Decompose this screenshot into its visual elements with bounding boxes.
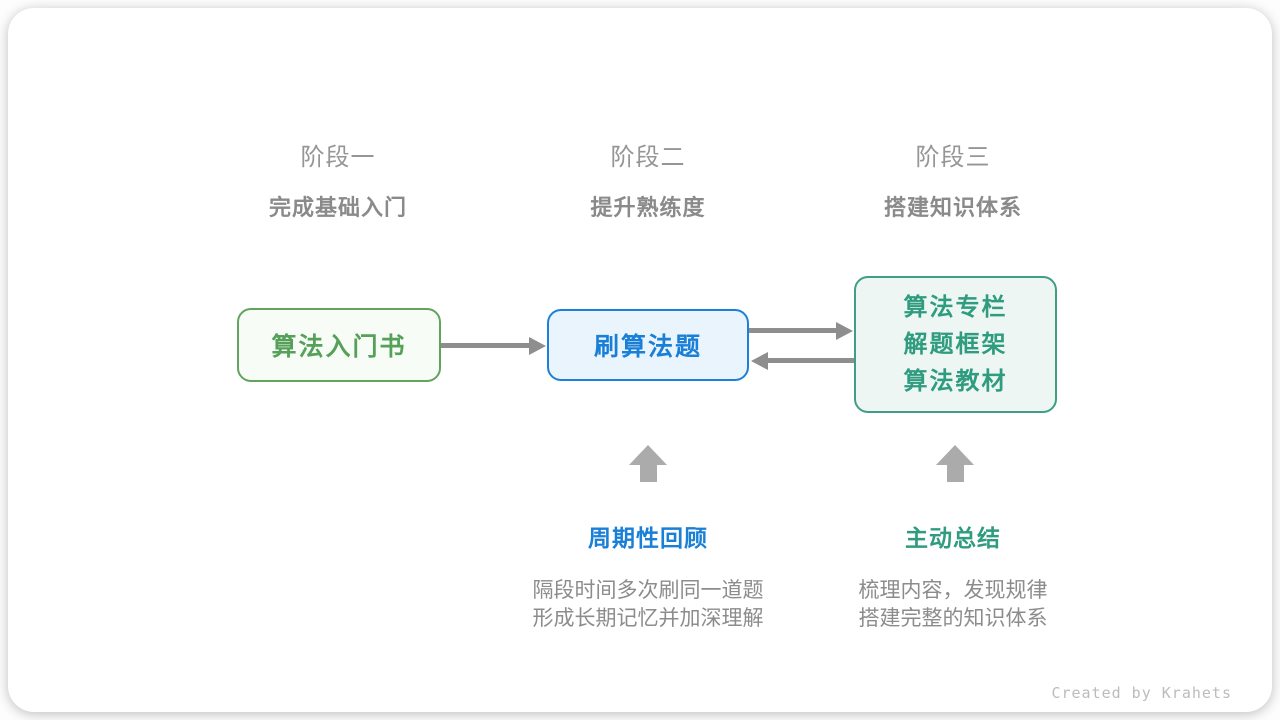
note-desc-line: 搭建完整的知识体系 [858, 607, 1048, 630]
arrow-up-icon [629, 445, 667, 482]
note-desc-line: 梳理内容，发现规律 [858, 579, 1048, 602]
node-practice-problems: 刷算法题 [547, 309, 749, 381]
node-knowledge-resources: 算法专栏 解题框架 算法教材 [854, 276, 1057, 413]
arrow-right-icon [441, 343, 529, 348]
stage-2-header: 阶段二 提升熟练度 [488, 137, 808, 222]
stage-1-title: 完成基础入门 [268, 195, 407, 220]
node-practice-problems-label: 刷算法题 [593, 333, 702, 361]
arrow-up-icon [936, 445, 974, 482]
note-desc-line: 形成长期记忆并加深理解 [532, 607, 764, 630]
arrow-up-head [936, 445, 974, 465]
note-active-summary: 主动总结 梳理内容，发现规律 搭建完整的知识体系 [783, 519, 1123, 633]
note-active-summary-title: 主动总结 [905, 525, 1001, 551]
note-desc-line: 隔段时间多次刷同一道题 [532, 579, 764, 602]
node-resource-line-1: 算法专栏 [903, 294, 1008, 321]
stage-3-label: 阶段三 [915, 144, 991, 171]
stage-2-title: 提升熟练度 [590, 195, 706, 220]
arrow-right-icon [749, 328, 836, 333]
arrow-up-stem [639, 465, 657, 482]
stage-1-label: 阶段一 [300, 144, 376, 171]
stage-3-title: 搭建知识体系 [883, 195, 1022, 220]
note-periodic-review-desc: 隔段时间多次刷同一道题 形成长期记忆并加深理解 [478, 577, 818, 633]
stage-3-header: 阶段三 搭建知识体系 [793, 137, 1113, 222]
stage-2-label: 阶段二 [610, 144, 686, 171]
node-intro-book-label: 算法入门书 [271, 333, 407, 361]
arrow-up-head [629, 445, 667, 465]
note-periodic-review-title: 周期性回顾 [588, 525, 708, 551]
note-active-summary-desc: 梳理内容，发现规律 搭建完整的知识体系 [783, 577, 1123, 633]
arrow-left-icon [768, 358, 854, 363]
arrow-up-stem [946, 465, 964, 482]
credit-text: Created by Krahets [1051, 684, 1232, 702]
node-resource-line-2: 解题框架 [903, 331, 1008, 358]
node-resource-line-3: 算法教材 [903, 368, 1008, 395]
stage-1-header: 阶段一 完成基础入门 [178, 137, 498, 222]
node-intro-book: 算法入门书 [237, 308, 441, 382]
note-periodic-review: 周期性回顾 隔段时间多次刷同一道题 形成长期记忆并加深理解 [478, 519, 818, 633]
diagram-card: 阶段一 完成基础入门 阶段二 提升熟练度 阶段三 搭建知识体系 算法入门书 刷算… [8, 8, 1272, 712]
